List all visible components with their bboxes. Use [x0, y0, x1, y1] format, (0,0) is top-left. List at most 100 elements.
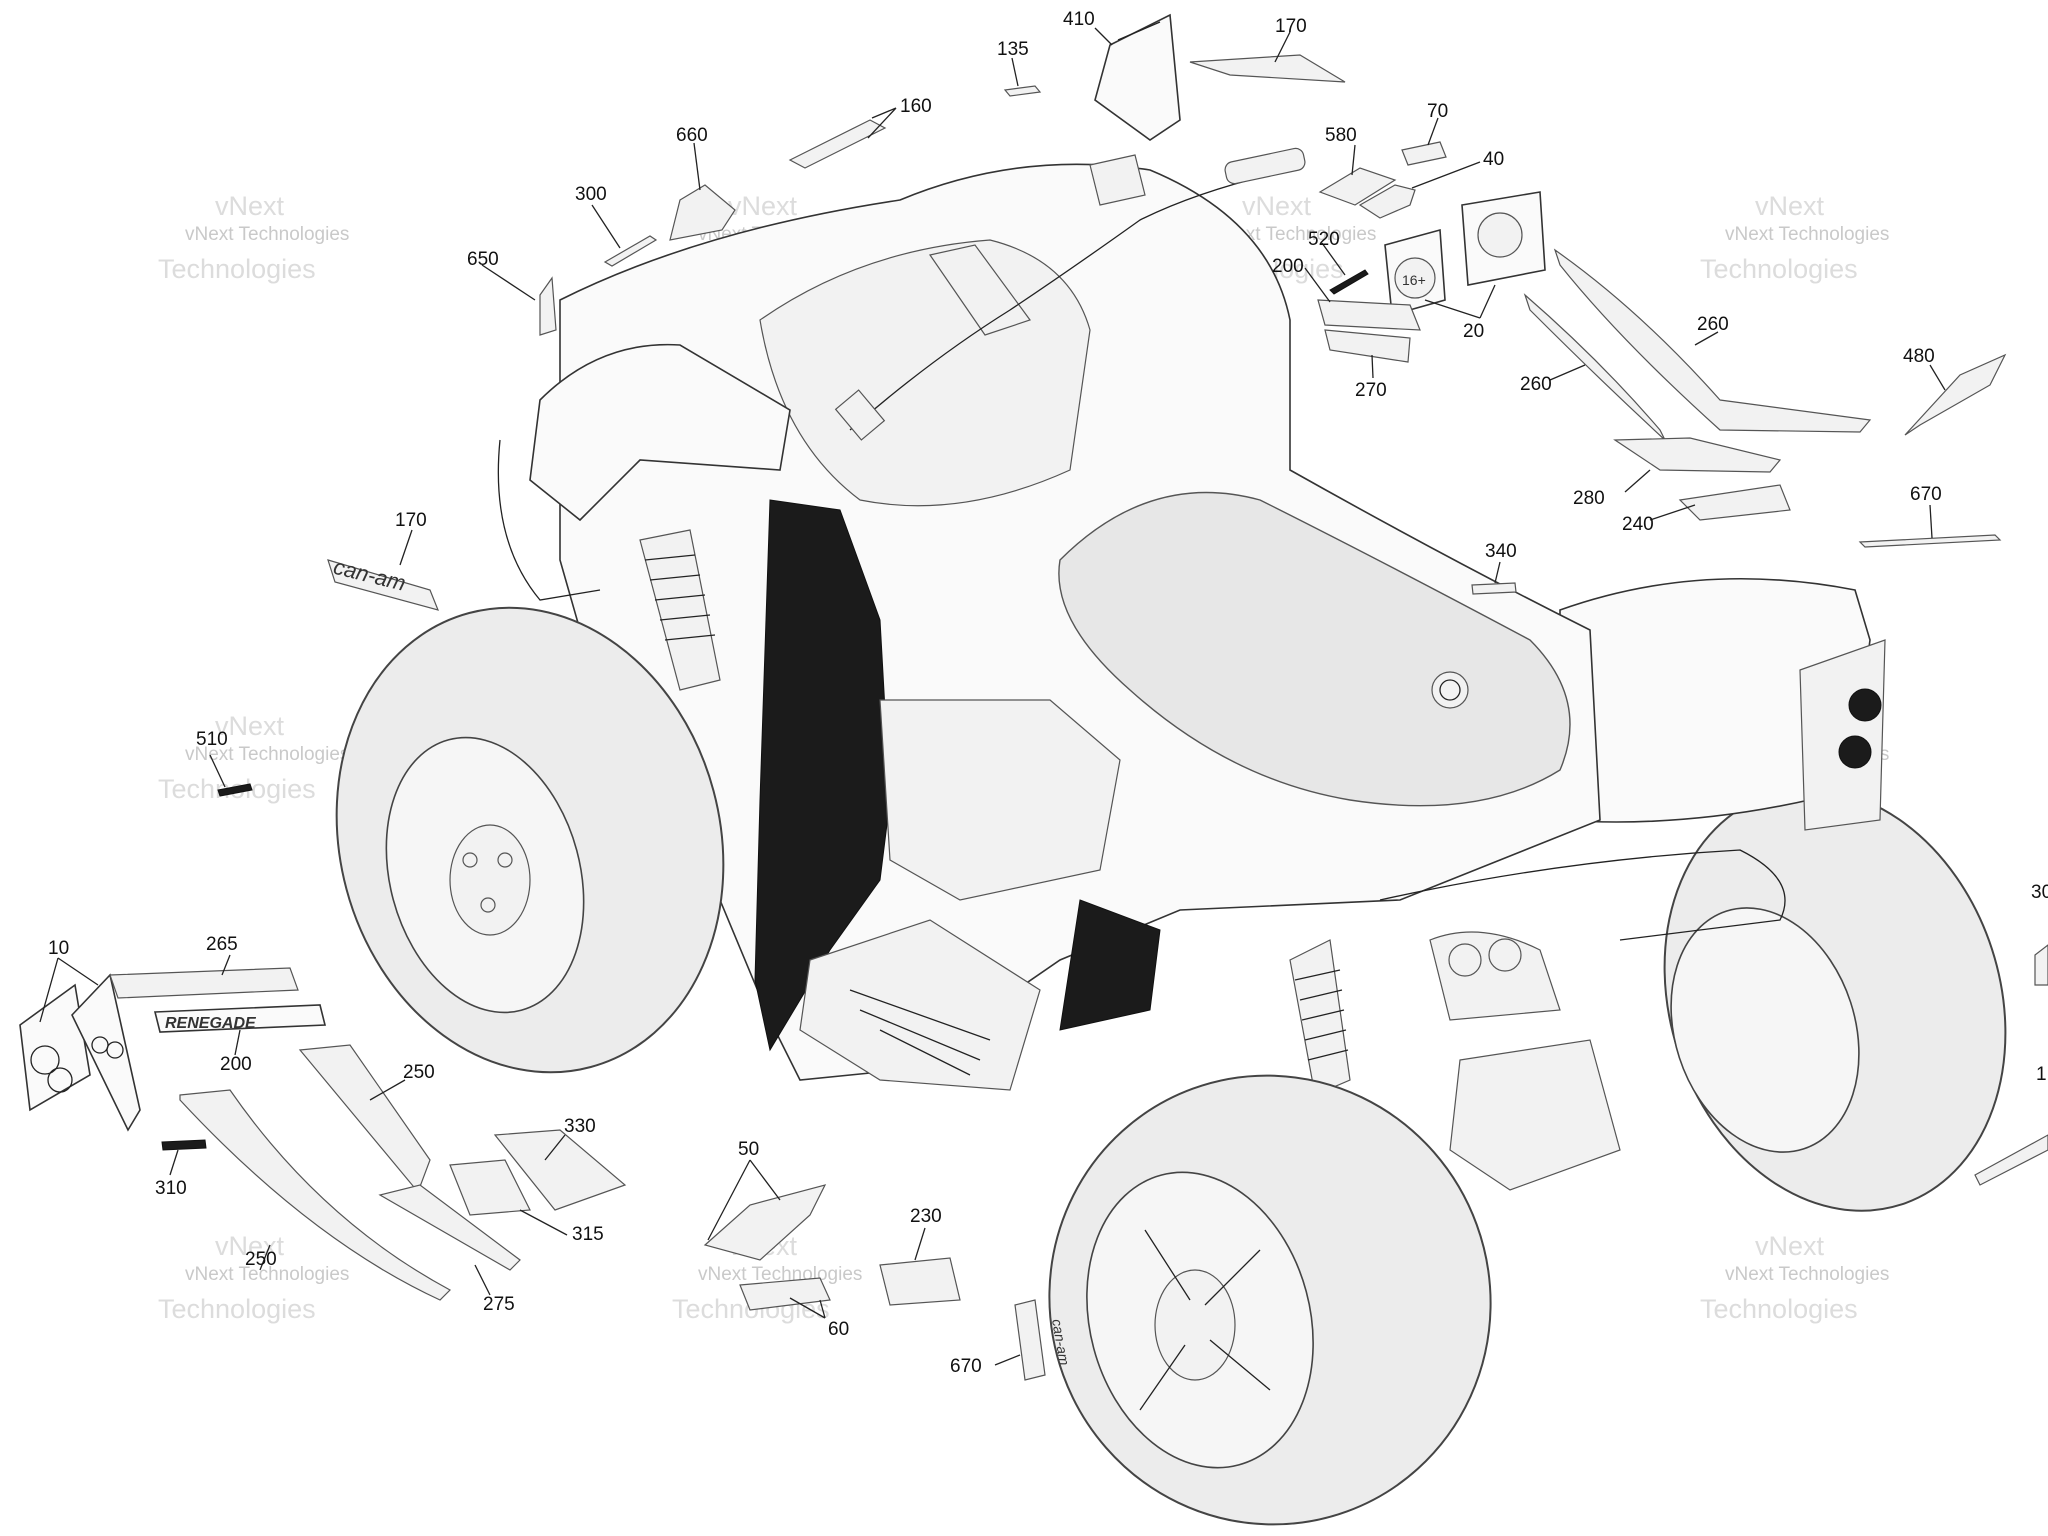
callout-260-left: 260 [1520, 374, 1552, 395]
decal-480 [1904, 353, 2007, 436]
callout-650: 650 [467, 249, 499, 270]
decal-510-strip [217, 783, 253, 797]
callout-250-upper: 250 [403, 1062, 435, 1083]
callout-670-bottom: 670 [950, 1356, 982, 1377]
callout-200-top: 200 [1272, 256, 1304, 277]
callout-310: 310 [155, 1178, 187, 1199]
callout-330: 330 [564, 1116, 596, 1137]
callout-315: 315 [572, 1224, 604, 1245]
callout-300-top: 300 [575, 184, 607, 205]
callout-410: 410 [1063, 9, 1095, 30]
leader-lines [39, 27, 1946, 1366]
watermark-line1: vNext Technologies [185, 224, 349, 245]
decal-200-top [1317, 299, 1421, 331]
engine-area [879, 699, 1121, 901]
watermark: vNext vNext Technologies Technologies [158, 711, 349, 804]
rear-mudflap-black [1059, 899, 1161, 1031]
decal-edge-right-1x [1974, 1134, 2048, 1186]
callout-670-top: 670 [1910, 484, 1942, 505]
handlebar [849, 169, 1291, 431]
callout-230: 230 [910, 1206, 942, 1227]
watermark-line2: vNext [215, 1231, 285, 1261]
seat [1058, 491, 1571, 807]
decal-10-panels [19, 973, 141, 1132]
watermark-line1: vNext Technologies [1212, 224, 1376, 245]
decal-135-tag [1003, 85, 1042, 97]
decal-240 [1678, 484, 1791, 521]
watermark: vNext vNext Technologies Technologies [1700, 191, 1889, 284]
decal-40 [1358, 184, 1416, 219]
decal-170-can-am: can-am [327, 554, 440, 611]
decal-250-stripe-b [179, 1089, 451, 1301]
callout-200-left: 200 [220, 1054, 252, 1075]
callout-70: 70 [1427, 101, 1448, 122]
callout-30-partial: 30 [2031, 882, 2048, 903]
callout-135: 135 [997, 39, 1029, 60]
watermark: vNext vNext Technologies Technologies [158, 1231, 349, 1324]
watermark-line3: Technologies [1700, 254, 1858, 284]
callout-170-left: 170 [395, 510, 427, 531]
callout-340: 340 [1485, 541, 1517, 562]
decal-60 [739, 1277, 831, 1311]
side-panel-black [754, 499, 891, 1052]
watermark-line2: vNext [1755, 1231, 1825, 1261]
callout-labels: 410 170 135 160 660 300 650 70 580 40 52… [48, 9, 2048, 1377]
decal-330 [493, 1129, 627, 1211]
front-bumper [497, 439, 601, 601]
watermark-line3: Technologies [158, 254, 316, 284]
decal-50 [703, 1184, 827, 1261]
callout-275: 275 [483, 1294, 515, 1315]
watermark-line3: Technologies [1700, 1294, 1858, 1324]
decal-315 [449, 1159, 531, 1216]
callout-60: 60 [828, 1319, 849, 1340]
decal-300-strip [603, 235, 658, 267]
decal-310-strip [161, 1139, 207, 1151]
decal-70 [1401, 141, 1447, 166]
callout-40: 40 [1483, 149, 1504, 170]
callout-170-top: 170 [1275, 16, 1307, 37]
renegade-text: RENEGADE [165, 1015, 257, 1032]
watermark-line2: vNext [215, 191, 285, 221]
decals: 16+ can-am [19, 13, 2048, 1381]
watermark-line1: vNext Technologies [1725, 1264, 1889, 1285]
callout-280: 280 [1573, 488, 1605, 509]
decal-280 [1613, 437, 1782, 473]
decal-edge-right-30x [2034, 944, 2048, 986]
decal-410-warning-sheet [1094, 13, 1181, 141]
rear-right-wheel [1663, 788, 2007, 1212]
callout-160: 160 [900, 96, 932, 117]
atv-illustration [335, 147, 2007, 1526]
callout-580: 580 [1325, 125, 1357, 146]
decal-580 [1318, 167, 1397, 206]
watermark: vNext vNext Technologies Technologies [1700, 1231, 1889, 1324]
decal-160-stripe [788, 119, 887, 169]
decal-650 [539, 276, 557, 336]
callout-10: 10 [48, 938, 69, 959]
decal-660 [669, 184, 736, 241]
decal-270 [1324, 329, 1411, 363]
callout-270: 270 [1355, 380, 1387, 401]
decal-200-renegade: RENEGADE [153, 1004, 327, 1033]
decal-20-age-label: 16+ [1384, 228, 1446, 317]
watermark: vNext vNext Technologies Technologies [158, 191, 349, 284]
decal-170-top-stripe [1189, 54, 1346, 83]
callout-265: 265 [206, 934, 238, 955]
decal-230 [879, 1257, 961, 1306]
tail-light [1799, 639, 1886, 831]
callout-1-partial: 1 [2036, 1064, 2047, 1085]
decal-520-strip [1329, 269, 1369, 295]
callout-480: 480 [1903, 346, 1935, 367]
watermark-line1: vNext Technologies [1725, 224, 1889, 245]
decal-670-strip [1858, 534, 2002, 548]
rear-bumper [1379, 849, 1786, 941]
decal-260-stripe-b [1523, 293, 1666, 441]
footrest [799, 919, 1041, 1091]
watermark-line1: vNext Technologies [185, 1264, 349, 1285]
watermark-line1: vNext Technologies [185, 744, 349, 765]
callout-260-right: 260 [1697, 314, 1729, 335]
callout-20: 20 [1463, 321, 1484, 342]
callout-240: 240 [1622, 514, 1654, 535]
watermark-line2: vNext [728, 191, 798, 221]
watermark-line3: Technologies [158, 1294, 316, 1324]
